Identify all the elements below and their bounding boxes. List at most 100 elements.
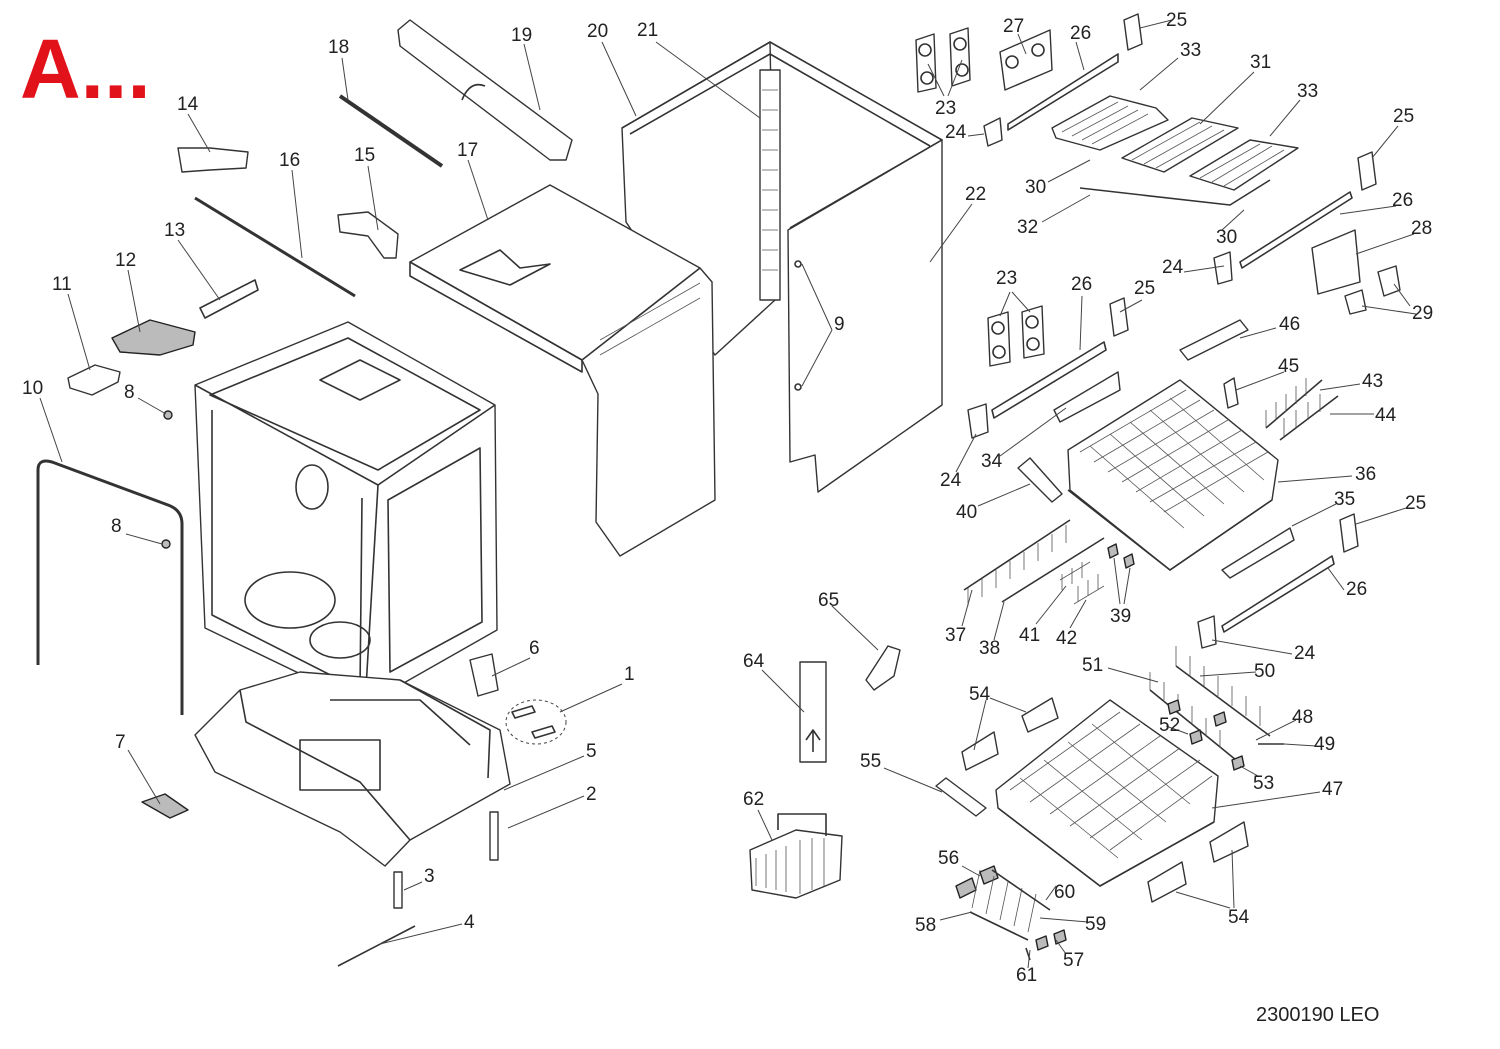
label-46: 46	[1279, 314, 1300, 335]
label-54-b: 54	[1228, 907, 1250, 928]
label-54-a: 54	[969, 684, 991, 705]
label-26-d: 26	[1346, 579, 1367, 600]
label-24-d: 24	[1294, 643, 1316, 664]
part-53	[1213, 711, 1245, 771]
part-24-a	[983, 117, 1003, 147]
label-16: 16	[279, 150, 300, 171]
label-39: 39	[1110, 606, 1131, 627]
part-6	[469, 653, 499, 697]
part-50	[1175, 665, 1271, 737]
label-27: 27	[1003, 16, 1024, 37]
label-7: 7	[115, 732, 126, 753]
part-24-d	[1197, 615, 1217, 649]
label-11: 11	[52, 274, 72, 295]
label-25-b: 25	[1393, 106, 1414, 127]
label-55: 55	[860, 751, 881, 772]
label-53: 53	[1253, 773, 1274, 794]
label-20: 20	[587, 21, 608, 42]
label-33-b: 33	[1297, 81, 1318, 102]
part-33-right	[1189, 139, 1299, 191]
label-24-b: 24	[1162, 257, 1184, 278]
label-59: 59	[1085, 914, 1106, 935]
part-12	[111, 319, 196, 356]
part-27	[999, 29, 1053, 91]
label-65: 65	[818, 590, 839, 611]
label-28: 28	[1411, 218, 1432, 239]
label-38: 38	[979, 638, 1000, 659]
label-40: 40	[956, 502, 977, 523]
part-26-mid	[991, 341, 1107, 419]
label-9: 9	[834, 314, 845, 335]
label-14: 14	[177, 94, 199, 115]
label-8-bottom: 8	[111, 516, 122, 537]
part-59	[971, 869, 1037, 933]
part-3	[393, 871, 403, 909]
part-44	[1279, 395, 1339, 441]
part-46	[1179, 319, 1249, 361]
part-60	[991, 869, 1051, 911]
label-37: 37	[945, 625, 966, 646]
label-18: 18	[328, 37, 349, 58]
label-36: 36	[1355, 464, 1376, 485]
part-28	[1311, 229, 1361, 295]
label-30-b: 30	[1216, 227, 1237, 248]
part-base	[194, 671, 511, 867]
label-50: 50	[1254, 661, 1275, 682]
label-23-mid: 23	[996, 268, 1017, 289]
part-38	[1001, 537, 1105, 603]
part-58	[969, 911, 1029, 941]
part-19	[397, 19, 573, 161]
part-34	[1053, 371, 1121, 423]
part-37	[963, 519, 1071, 591]
part-labels: 1 2 3 4 5 6 7 8 8 9 10 11 12 13 14 15 16…	[22, 10, 1433, 986]
label-25-d: 25	[1405, 493, 1426, 514]
part-57	[1035, 929, 1067, 951]
part-40	[1017, 457, 1063, 503]
part-42	[1073, 574, 1105, 605]
part-54-left	[961, 731, 999, 771]
part-31	[1121, 117, 1239, 173]
label-42: 42	[1056, 628, 1077, 649]
part-15	[337, 211, 399, 259]
part-55	[935, 777, 987, 817]
part-33-left	[1051, 95, 1169, 151]
label-57: 57	[1063, 950, 1084, 971]
part-41	[1059, 561, 1091, 590]
leader-lines	[39, 19, 1417, 969]
part-43	[1265, 379, 1323, 429]
label-35: 35	[1334, 489, 1355, 510]
part-26-low	[1221, 555, 1335, 633]
part-26-top	[1007, 53, 1119, 131]
label-33-a: 33	[1180, 40, 1201, 61]
diagram-code: 2300190 LEO	[1256, 1004, 1379, 1026]
label-21: 21	[637, 20, 658, 41]
part-25-right	[1357, 151, 1377, 191]
part-tub	[194, 321, 498, 706]
label-5: 5	[586, 741, 597, 762]
part-7	[141, 793, 189, 819]
label-4: 4	[464, 912, 475, 933]
label-52: 52	[1159, 715, 1180, 736]
label-26-c: 26	[1071, 274, 1092, 295]
label-64: 64	[743, 651, 765, 672]
part-62	[749, 829, 843, 899]
part-18	[338, 94, 444, 168]
part-52	[1167, 699, 1203, 745]
label-51: 51	[1082, 655, 1103, 676]
label-13: 13	[164, 220, 185, 241]
label-23-top: 23	[935, 98, 956, 119]
part-51	[1149, 689, 1237, 761]
label-34: 34	[981, 451, 1003, 472]
part-25-mid	[1109, 297, 1129, 337]
label-32: 32	[1017, 217, 1038, 238]
label-19: 19	[511, 25, 532, 46]
parts-drawing	[36, 13, 1401, 967]
label-25-a: 25	[1166, 10, 1187, 31]
label-26-b: 26	[1392, 190, 1413, 211]
label-12: 12	[115, 250, 136, 271]
label-60: 60	[1054, 882, 1075, 903]
part-54-right-b	[1209, 821, 1249, 863]
part-26-right	[1239, 191, 1353, 269]
part-23-top	[915, 27, 971, 93]
label-1: 1	[624, 664, 635, 685]
